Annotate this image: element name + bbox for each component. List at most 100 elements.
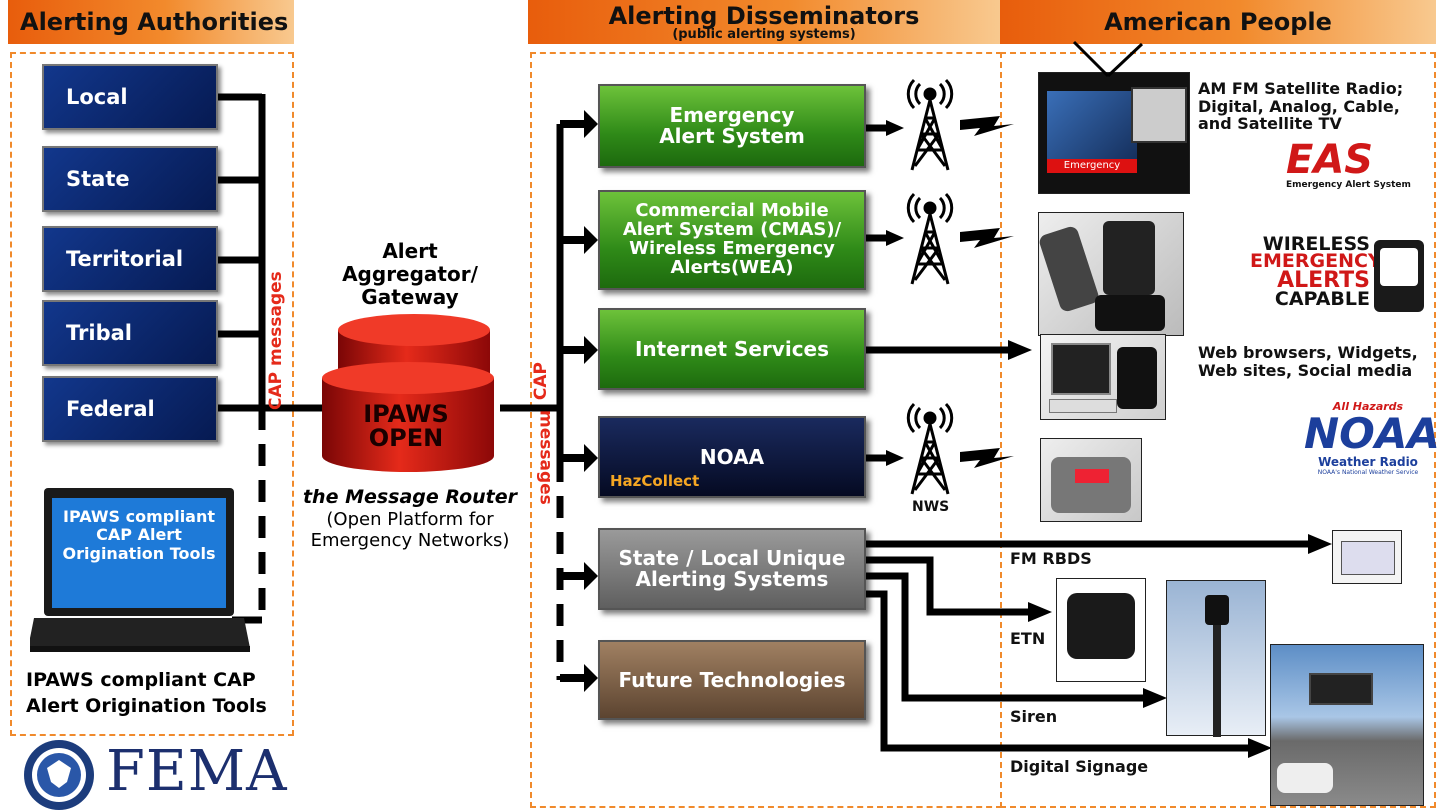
laptop-caption: IPAWS compliant CAP Alert Origination To…	[26, 668, 286, 719]
database-icon	[322, 314, 494, 472]
database-label-line2: OPEN	[368, 424, 444, 452]
wea-logo-line4: CAPABLE	[1274, 288, 1370, 311]
header-authorities-label: Alerting Authorities	[20, 8, 289, 36]
siren-label: Siren	[1010, 708, 1057, 726]
dissem-internet: Internet Services	[598, 308, 866, 390]
dissem-state-line2: Alerting Systems	[635, 567, 829, 591]
dissem-cmas: Commercial Mobile Alert System (CMAS)/ W…	[598, 190, 866, 290]
car	[1277, 763, 1333, 793]
nws-label-text: NWS	[912, 499, 950, 515]
authority-federal-label: Federal	[66, 397, 155, 421]
eas-logo-text: EAS	[1286, 137, 1374, 183]
laptop-screen-text: IPAWS compliant CAP Alert Origination To…	[52, 507, 226, 563]
dissem-eas-line2: Alert System	[659, 124, 805, 148]
dissem-eas-line1: Emergency	[669, 103, 795, 127]
gateway-title: Alert Aggregator/ Gateway	[340, 240, 480, 309]
dissem-noaa-sub: HazCollect	[610, 472, 700, 491]
dissem-noaa: NOAA HazCollect	[598, 416, 866, 498]
dissem-internet-line1: Internet Services	[634, 336, 830, 361]
phones-image	[1037, 212, 1184, 336]
dissem-cmas-line3: Wireless Emergency	[629, 238, 835, 259]
header-alerting-authorities: Alerting Authorities	[8, 0, 294, 44]
web-line2: Web sites, Social media	[1198, 360, 1413, 380]
message-router: the Message Router (Open Platform for Em…	[300, 486, 520, 552]
radio-tv-line1: AM FM Satellite Radio;	[1198, 79, 1404, 98]
gateway-title-line2: Aggregator/	[342, 262, 478, 286]
authority-local: Local	[42, 64, 218, 130]
weather-radio-body	[1051, 457, 1131, 513]
dissem-noaa-line1: NOAA	[699, 444, 765, 469]
siren-text: Siren	[1010, 707, 1058, 726]
fm-rbds-label: FM RBDS	[1010, 550, 1092, 568]
authority-territorial-label: Territorial	[66, 247, 184, 271]
radio-device	[1131, 87, 1187, 143]
header-people-label: American People	[1104, 8, 1332, 36]
telephone-body	[1067, 593, 1135, 659]
people-outline	[1000, 52, 1436, 808]
database-label: IPAWS OPEN	[338, 402, 474, 450]
signage-image	[1270, 644, 1424, 806]
wea-logo-line1: WIRELESS	[1262, 233, 1370, 255]
message-router-sub1: (Open Platform for	[326, 508, 494, 530]
dissem-cmas-line4: Alerts(WEA)	[670, 256, 794, 278]
signage-label: Digital Signage	[1010, 758, 1148, 776]
towers	[906, 78, 954, 495]
wea-logo-line3: ALERTS	[1277, 267, 1370, 293]
signage-text: Digital Signage	[1010, 757, 1149, 776]
keyboard	[1049, 399, 1117, 413]
dissem-future-line1: Future Technologies	[618, 667, 846, 692]
authority-state-label: State	[66, 167, 130, 191]
header-american-people: American People	[1000, 0, 1436, 44]
cap-messages-right: CAP messages	[530, 362, 560, 512]
cap-messages-left: CAP messages	[266, 266, 294, 416]
header-disseminators-sub: (public alerting systems)	[672, 26, 856, 42]
phone-2	[1103, 221, 1155, 295]
tv-image: Emergency	[1038, 72, 1190, 194]
dissem-cmas-line1: Commercial Mobile	[635, 200, 829, 222]
fema-logo-label: FEMA	[106, 739, 288, 804]
laptop-screen-label: IPAWS compliant CAP Alert Origination To…	[62, 507, 216, 563]
phone-3	[1095, 295, 1165, 331]
dissem-cmas-line2: Alert System (CMAS)/	[622, 219, 842, 241]
message-router-sub2: Emergency Networks)	[310, 530, 510, 552]
fm-rbds-text: FM RBDS	[1010, 549, 1092, 568]
authority-territorial: Territorial	[42, 226, 218, 292]
message-router-title: the Message Router	[302, 486, 518, 508]
web-line1: Web browsers, Widgets,	[1198, 343, 1418, 362]
laptop-icon	[30, 488, 250, 652]
fema-logo: FEMA	[106, 744, 288, 800]
dissem-state-local: State / Local Unique Alerting Systems	[598, 528, 866, 610]
siren-image	[1166, 580, 1266, 737]
weather-radio-image	[1040, 438, 1142, 522]
authority-tribal-label: Tribal	[66, 321, 132, 345]
gateway-title-line1: Alert	[382, 239, 438, 263]
siren-head	[1205, 595, 1229, 625]
etn-label: ETN	[1010, 630, 1045, 648]
tv-banner: Emergency	[1047, 159, 1137, 173]
header-alerting-disseminators: Alerting Disseminators (public alerting …	[528, 0, 1000, 44]
radio-tv-line3: and Satellite TV	[1198, 114, 1342, 134]
gateway-title-line3: Gateway	[361, 285, 459, 309]
dissem-eas: Emergency Alert System	[598, 84, 866, 168]
authority-local-label: Local	[66, 85, 128, 109]
laptop-caption-line1: IPAWS compliant CAP	[26, 669, 256, 691]
noaa-logo: All Hazards NOAA Weather Radio NOAA's Na…	[1304, 400, 1440, 512]
dissem-state-line1: State / Local Unique	[618, 546, 846, 570]
sign-board	[1309, 673, 1373, 705]
phone-1	[1037, 224, 1101, 314]
monitor	[1051, 343, 1111, 395]
authority-federal: Federal	[42, 376, 218, 442]
laptop-caption-line2: Alert Origination Tools	[26, 694, 267, 717]
authorities-outline	[10, 52, 294, 736]
siren-pole	[1213, 601, 1221, 737]
nws-label: NWS	[912, 499, 950, 515]
eas-logo: EAS Emergency Alert System	[1286, 140, 1428, 206]
noaa-logo-sub2: NOAA's National Weather Service	[1317, 469, 1419, 476]
wea-logo-line2: EMERGENCY	[1250, 250, 1382, 273]
dhs-seal-icon	[24, 740, 94, 810]
header-disseminators-label: Alerting Disseminators	[608, 1, 920, 30]
telephone-image	[1056, 578, 1146, 682]
dissem-future: Future Technologies	[598, 640, 866, 720]
database-label-line1: IPAWS	[363, 400, 449, 428]
